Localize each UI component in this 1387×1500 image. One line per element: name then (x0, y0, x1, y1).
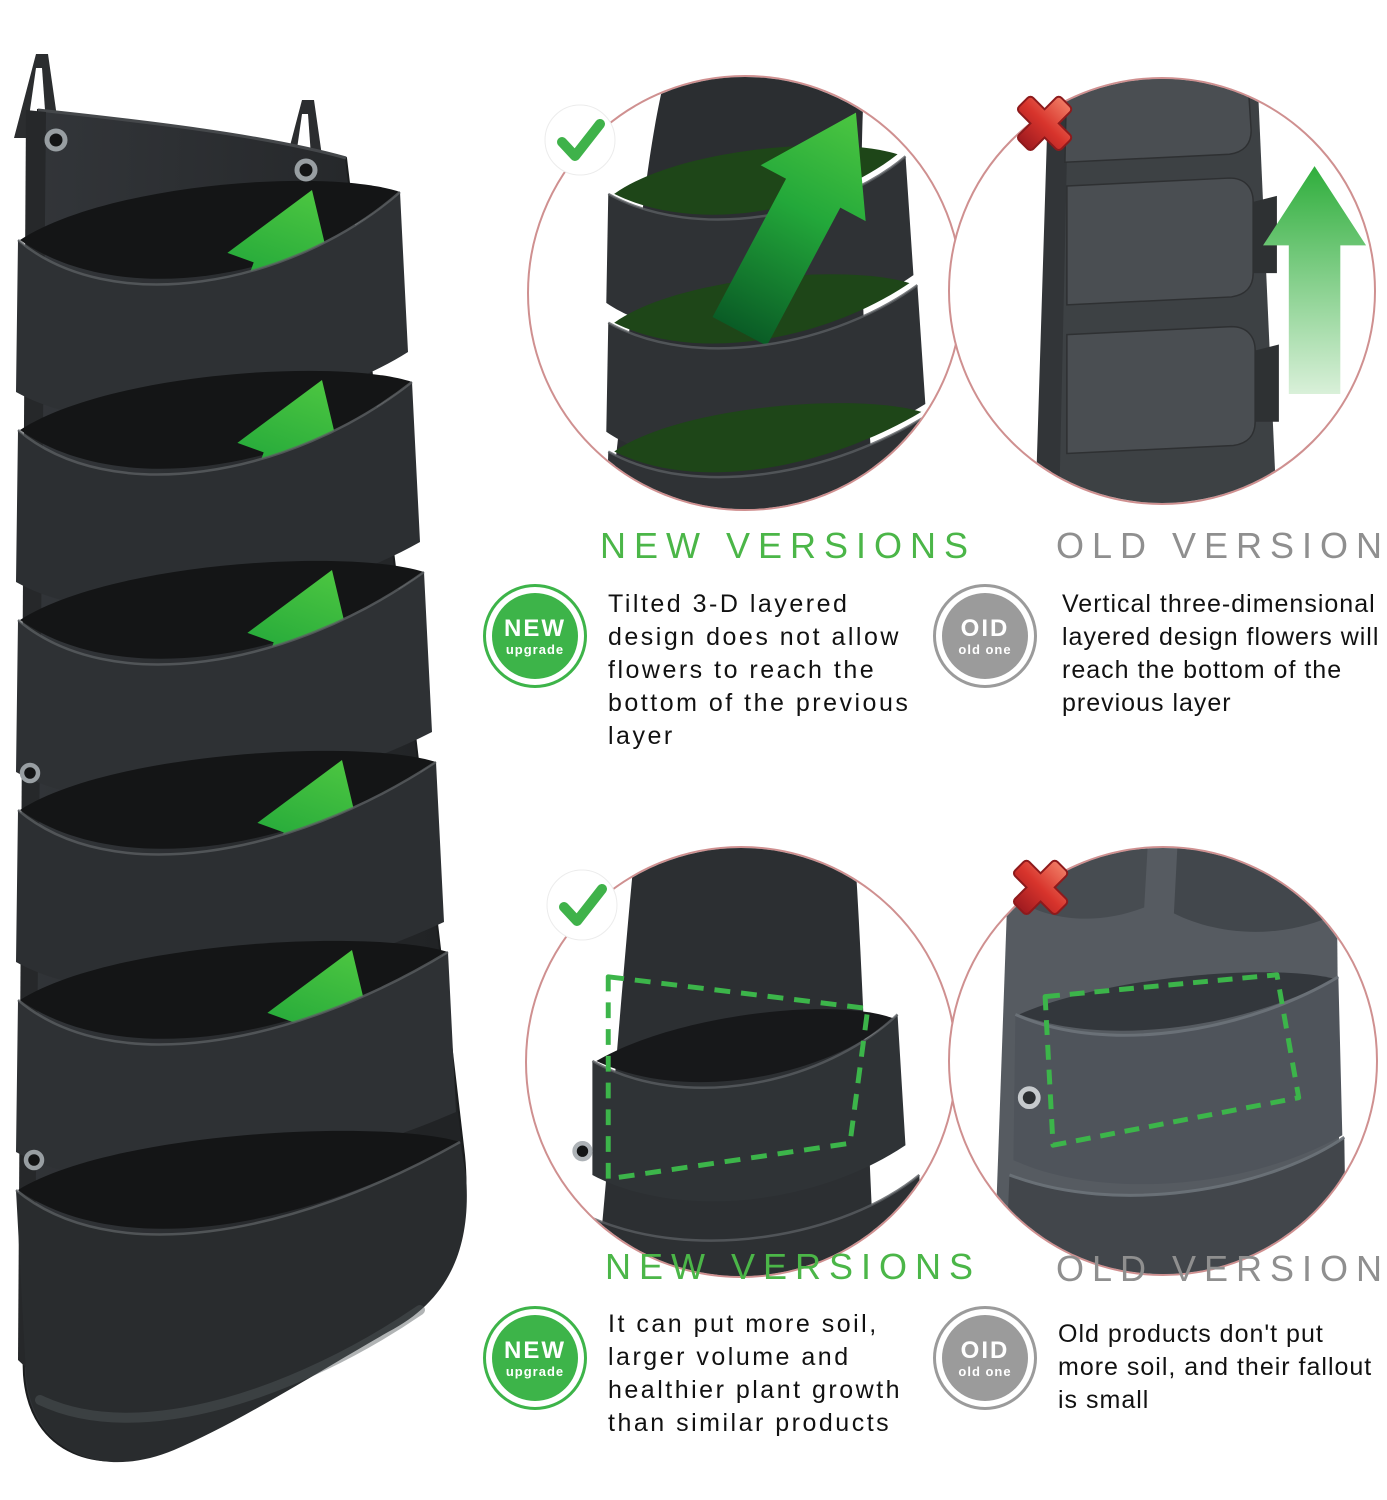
old-version-description: Vertical three-dimensional layered desig… (1062, 590, 1380, 717)
x-icon (1012, 859, 1069, 916)
old-volume-closeup-circle (948, 846, 1378, 1276)
badge-label: OID (960, 614, 1010, 642)
badge-sublabel: upgrade (505, 641, 565, 657)
pocket (1013, 976, 1343, 1185)
badge-label: OID (960, 1336, 1010, 1364)
pocket (16, 1142, 467, 1463)
grommet (19, 762, 41, 784)
badge-sublabel: old one (958, 641, 1012, 657)
grommet (294, 158, 318, 182)
pocket (16, 952, 456, 1181)
pocket (1064, 79, 1252, 163)
badge-label: NEW (504, 614, 566, 642)
new-versions-heading: NEW VERSIONS (600, 525, 977, 566)
pocket-opening (1019, 972, 1335, 1031)
old-version-closeup-circle (948, 77, 1376, 505)
badge-label: NEW (504, 1336, 566, 1364)
pocket-opening (18, 1130, 460, 1229)
new-versions-heading: NEW VERSIONS (605, 1246, 982, 1287)
grommet (572, 1141, 593, 1162)
up-arrow-icon (712, 112, 866, 346)
new-version-closeup-circle (527, 75, 963, 511)
pocket (16, 762, 444, 991)
grommet (1017, 1086, 1041, 1110)
old-one-badge: OID old one (933, 584, 1037, 688)
old-version-heading: OLD VERSION (1056, 1248, 1387, 1289)
new-closeup-illustration (606, 77, 935, 509)
old-one-badge: OID old one (933, 1306, 1037, 1410)
new-upgrade-badge: NEW upgrade (483, 584, 587, 688)
pocket (1005, 1137, 1347, 1274)
old-version-description: Old products don't put more soil, and th… (1058, 1320, 1373, 1414)
volume-outline-dashed (605, 974, 871, 1182)
pocket (1173, 848, 1329, 932)
new-volume-illustration (572, 848, 923, 1276)
grommet (44, 128, 68, 152)
grommet (23, 1149, 45, 1171)
check-icon (544, 104, 616, 176)
pocket (16, 192, 408, 421)
old-volume-illustration (993, 848, 1347, 1274)
pocket (1066, 177, 1254, 306)
badge-sublabel: old one (958, 1363, 1012, 1379)
pocket (585, 1174, 923, 1276)
volume-outline-dashed (1042, 972, 1302, 1148)
pocket (16, 572, 432, 801)
new-version-description: It can put more soil, larger volume and … (608, 1310, 903, 1437)
badge-sublabel: upgrade (505, 1363, 565, 1379)
old-closeup-illustration (1035, 79, 1367, 503)
pocket (1066, 325, 1256, 455)
old-version-heading: OLD VERSION (1056, 525, 1387, 566)
check-icon (546, 869, 618, 941)
x-icon (1016, 95, 1073, 152)
new-version-description: Tilted 3-D layered design does not allow… (608, 590, 911, 750)
pocket-interior-green (614, 403, 922, 473)
planter-illustration (14, 54, 467, 1463)
pocket-opening (596, 1009, 894, 1083)
new-upgrade-badge: NEW upgrade (483, 1306, 587, 1410)
